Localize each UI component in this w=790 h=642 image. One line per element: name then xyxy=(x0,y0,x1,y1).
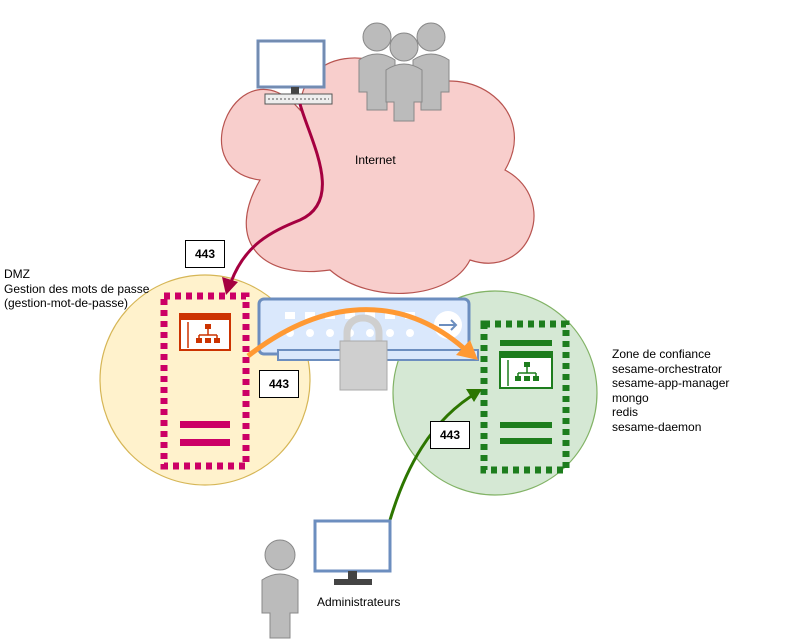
trust-service-item: sesame-orchestrator xyxy=(612,361,723,376)
trust-zone-title: Zone de confiance xyxy=(612,347,711,361)
dmz-service-id: (gestion-mot-de-passe) xyxy=(4,296,129,310)
port-badge-dmz: 443 xyxy=(259,370,299,398)
internet-monitor-icon xyxy=(256,39,333,105)
dmz-title: DMZ xyxy=(4,267,30,281)
internet-to-dmz-arrow xyxy=(229,103,324,283)
port-badge-internet: 443 xyxy=(185,240,225,268)
trust-server-icon xyxy=(480,320,570,474)
dmz-label: DMZ Gestion des mots de passe (gestion-m… xyxy=(4,267,149,311)
dmz-service: Gestion des mots de passe xyxy=(4,281,150,296)
trust-zone-label: Zone de confiance sesame-orchestrator se… xyxy=(612,347,729,434)
trust-service-item: redis xyxy=(612,405,639,419)
dmz-server-icon xyxy=(160,292,250,470)
internet-label: Internet xyxy=(355,153,396,167)
trust-service-item: mongo xyxy=(612,390,649,405)
trust-service-item: sesame-daemon xyxy=(612,419,702,434)
internet-users-icon xyxy=(358,22,450,122)
admin-monitor-icon xyxy=(313,519,392,585)
port-badge-admin: 443 xyxy=(430,421,470,449)
admins-label: Administrateurs xyxy=(317,595,401,609)
trust-service-item: sesame-app-manager xyxy=(612,376,730,390)
dmz-to-trust-arrow xyxy=(246,307,470,358)
lock-icon xyxy=(339,314,388,391)
admin-to-trust-arrow xyxy=(388,390,479,521)
admin-person-icon xyxy=(261,539,299,639)
